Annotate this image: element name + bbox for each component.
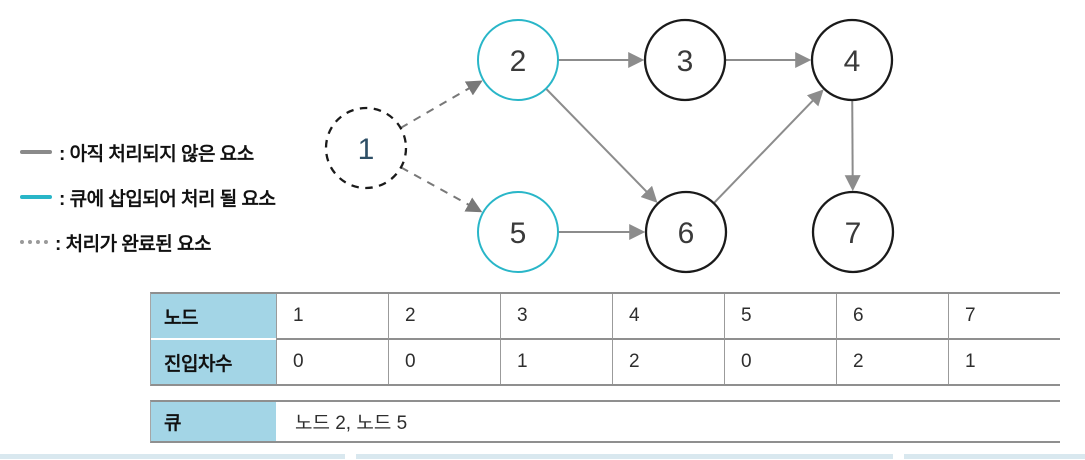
queue-value-cell: 노드 2, 노드 5 — [276, 402, 1060, 441]
node-label-5: 5 — [510, 217, 527, 250]
edges-layer — [400, 52, 861, 240]
legend-label: : 아직 처리되지 않은 요소 — [59, 143, 254, 165]
dotted-line-icon — [20, 240, 48, 244]
edge-2-to-6 — [545, 87, 658, 203]
queue-header-cell: 큐 — [151, 402, 276, 441]
legend-item-queued: : 큐에 삽입되어 처리 될 요소 — [20, 186, 276, 210]
node-circle-5 — [477, 191, 559, 273]
edge-4-to-7 — [844, 99, 861, 192]
queue-table: 큐 노드 2, 노드 5 — [150, 400, 1060, 443]
topological-sort-graph: 1 2 3 4 5 6 7 — [324, 18, 895, 274]
node-id-cell: 5 — [724, 294, 836, 340]
node-circle-4 — [810, 18, 894, 102]
node-circle-2 — [477, 19, 559, 101]
node-id-cell: 1 — [276, 294, 388, 340]
bottom-divider-strip — [356, 454, 893, 459]
node-label-1: 1 — [358, 133, 375, 166]
indegree-cell: 1 — [500, 340, 612, 384]
indegree-cell: 2 — [612, 340, 724, 384]
node-id-cell: 4 — [612, 294, 724, 340]
edge-1-to-5 — [400, 166, 483, 213]
legend-item-done: : 처리가 완료된 요소 — [20, 231, 212, 255]
node-circle-1 — [324, 106, 408, 190]
solid-gray-line-icon — [20, 150, 52, 154]
nodes-layer: 1 2 3 4 5 6 7 — [324, 18, 895, 274]
legend-label: : 처리가 완료된 요소 — [55, 233, 212, 255]
node-label-2: 2 — [510, 45, 527, 78]
node-id-cell: 6 — [836, 294, 948, 340]
node-circle-3 — [643, 18, 727, 102]
node-circle-7 — [811, 190, 895, 274]
bottom-divider-strip — [904, 454, 1085, 459]
indegree-cell: 0 — [388, 340, 500, 384]
node-label-6: 6 — [678, 217, 695, 250]
legend-item-unprocessed: : 아직 처리되지 않은 요소 — [20, 141, 254, 165]
node-circle-6 — [644, 190, 728, 274]
edge-6-to-4 — [713, 89, 824, 204]
legend-label: : 큐에 삽입되어 처리 될 요소 — [59, 188, 276, 210]
node-row-header: 노드 — [151, 294, 276, 340]
bottom-divider-strip — [0, 454, 345, 459]
indegree-row-header: 진입차수 — [151, 340, 276, 384]
indegree-cell: 1 — [948, 340, 1060, 384]
indegree-cell: 2 — [836, 340, 948, 384]
node-label-4: 4 — [844, 45, 861, 78]
edge-1-to-2 — [400, 80, 483, 129]
node-label-7: 7 — [845, 217, 862, 250]
solid-cyan-line-icon — [20, 195, 52, 199]
node-id-cell: 2 — [388, 294, 500, 340]
indegree-cell: 0 — [724, 340, 836, 384]
node-id-cell: 3 — [500, 294, 612, 340]
node-id-cell: 7 — [948, 294, 1060, 340]
indegree-cell: 0 — [276, 340, 388, 384]
node-label-3: 3 — [677, 45, 694, 78]
